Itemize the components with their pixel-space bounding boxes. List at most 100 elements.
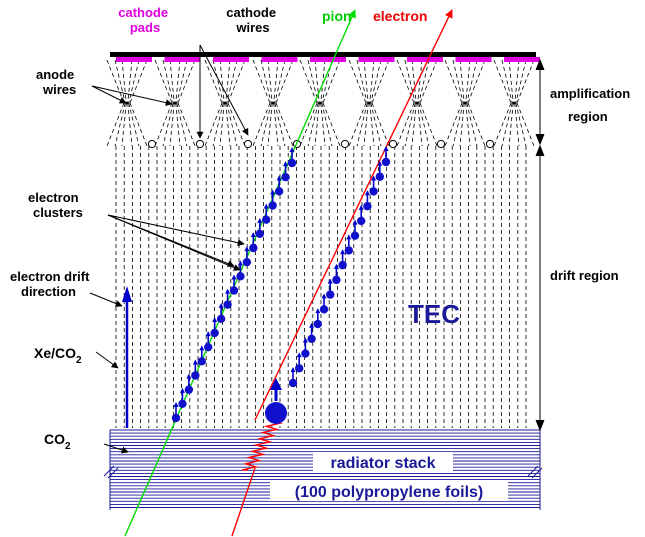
amp-line [226,102,238,147]
amp-line [260,102,272,147]
amp-line [466,59,478,104]
amp-line [322,59,341,104]
anode-wire [415,101,419,105]
cluster [249,243,258,253]
amp-line [299,59,318,104]
cathode-wire [340,139,350,149]
amp-line [493,102,512,147]
drift-arrowhead [199,345,205,351]
drift-arrowhead [263,203,269,209]
amp-line [177,102,196,147]
drift-arrowhead [290,367,296,372]
cluster [281,172,290,182]
amp-line [204,59,223,104]
amp-line [508,59,514,104]
amp-line [219,102,225,147]
cathode-pad [310,57,346,62]
cluster [255,229,264,239]
cluster [210,328,219,338]
cluster [332,275,341,285]
break-mark [103,465,119,479]
amp-line [514,102,520,147]
amp-line [322,102,341,147]
drift-arrowhead [231,274,237,280]
amp-line [356,59,368,104]
foils-label: (100 polypropylene foils) [295,484,483,501]
drift-region-label: drift region [550,268,619,283]
drift-arrowhead [315,308,321,314]
amp-line [177,59,196,104]
drift-arrowhead [346,234,352,240]
cathode-wire [195,139,205,149]
amp-line [321,102,333,147]
amp-line [363,59,369,104]
amp-line [227,59,246,104]
cathode-pads-label: cathode pads [118,5,171,35]
amp-line [314,102,320,147]
cluster [307,334,316,343]
amp-line [267,102,273,147]
drift-arrowhead [257,217,263,223]
cluster [191,371,200,380]
cathode-pad [164,57,201,62]
amp-line [274,102,286,147]
drift-arrowhead [283,161,289,167]
amp-line [452,102,464,147]
cluster [229,286,239,295]
amp-line [129,102,148,147]
electron-track-lower [231,467,256,537]
drift-arrowhead [212,317,218,322]
anode-wire [512,101,516,105]
cluster [357,216,366,226]
anode-wire [367,101,371,105]
anode-wire [318,101,322,105]
cathode-wire [485,139,495,149]
tec-label: TEC [408,299,460,329]
cluster [197,357,206,366]
cluster [326,290,335,299]
cluster [295,364,304,373]
cluster [216,314,226,324]
drift-arrowhead [192,359,198,365]
drift-arrowhead [237,260,243,266]
amp-line [275,59,294,104]
amp-line [320,102,326,147]
drift-arrowhead [296,352,302,358]
transition-radiation-photon [241,419,284,471]
tr-cluster-arrowhead [270,378,282,390]
cluster [184,385,194,394]
drift-arrowhead [205,331,211,337]
cathode-pad [213,57,249,62]
anode-wire [223,101,227,105]
foils-label-box: (100 polypropylene foils) [270,481,508,501]
anode-wires [125,101,516,105]
xe-co2-label: Xe/CO2 [34,345,82,366]
amp-line [396,59,415,104]
drift-field-lines [115,146,527,428]
amp-line [273,102,279,147]
amp-line [417,102,423,147]
amp-line [314,59,320,104]
drift-arrowhead [352,219,358,225]
drift-arrowhead [333,263,339,269]
drift-arrowhead [250,232,256,237]
cluster [242,257,252,267]
cluster [236,272,245,281]
amp-line [417,59,423,104]
co2-label: CO2 [44,431,71,452]
drift-arrowhead [377,160,383,166]
amp-line [162,102,174,147]
drift-arrowhead [173,402,179,407]
amp-line [515,59,527,104]
amp-line [106,59,125,104]
amp-line [459,59,465,104]
drift-arrowhead [225,288,231,294]
amp-line [370,59,382,104]
amp-line [466,102,478,147]
amp-line [411,102,417,147]
amp-line [404,102,416,147]
cathode-pads [116,57,540,62]
cathode-pad [407,57,443,62]
cluster [262,215,271,224]
